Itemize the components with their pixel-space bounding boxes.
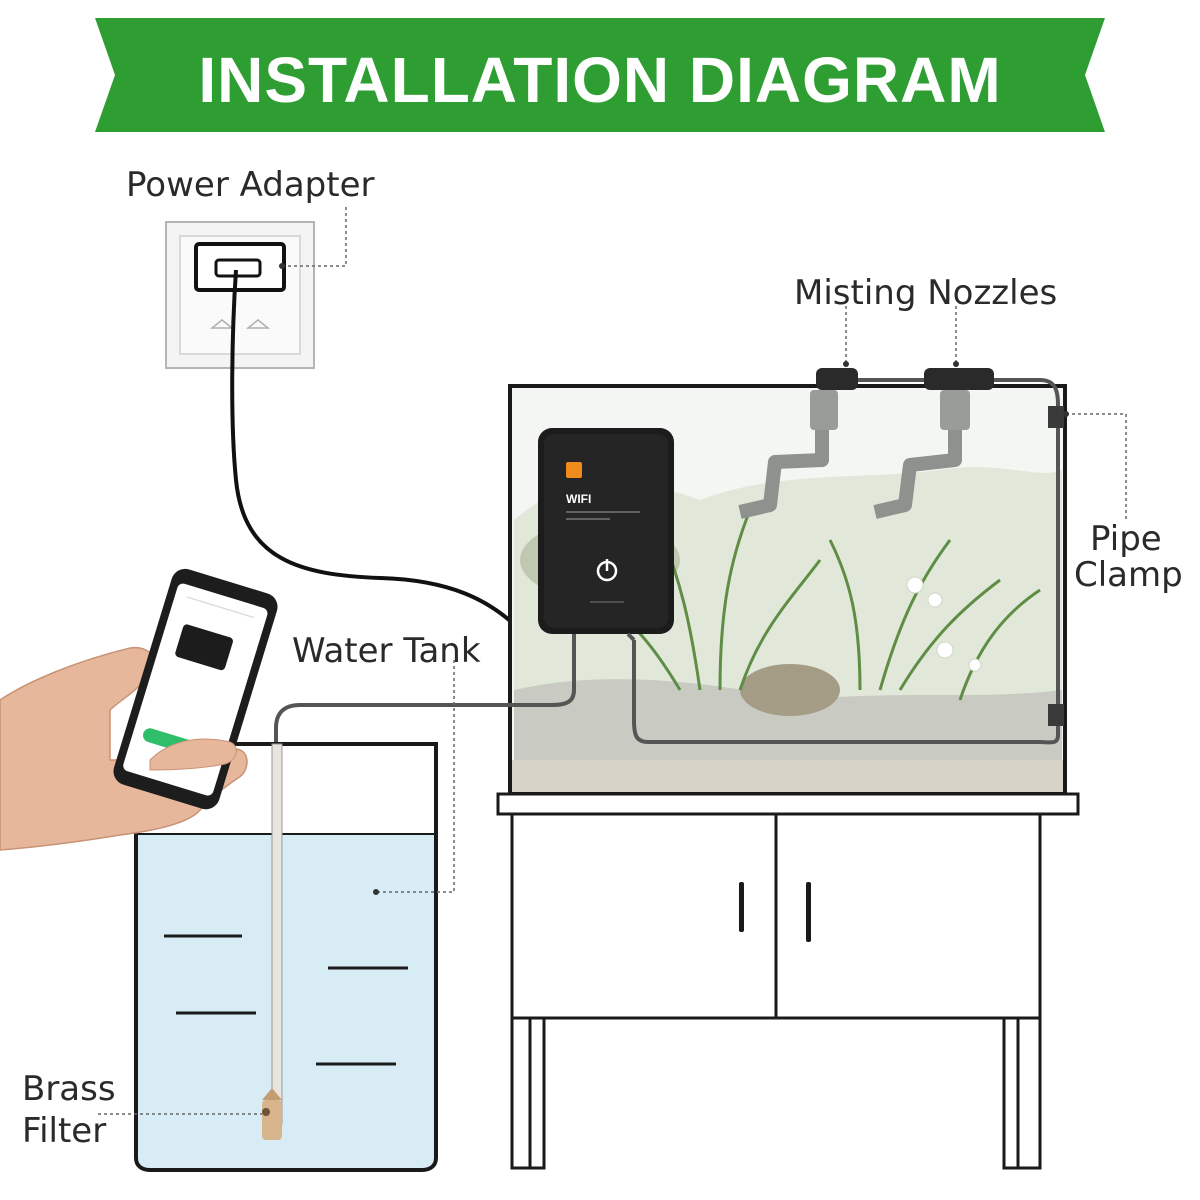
inlet-tube bbox=[274, 634, 576, 1100]
power-adapter-leader bbox=[282, 206, 347, 267]
orange-logo-icon bbox=[566, 462, 582, 478]
cabinet-handle-right bbox=[806, 882, 811, 942]
pipe-clamp-top bbox=[1048, 406, 1064, 428]
misting-nozzle-right bbox=[873, 368, 994, 519]
brass-filter-label-line2: Filter bbox=[22, 1111, 106, 1151]
misting-tube bbox=[632, 378, 1060, 745]
water-tank-label: Water Tank bbox=[292, 631, 481, 671]
pipe-clamp-label-line1: Pipe bbox=[1090, 519, 1162, 559]
title-banner: INSTALLATION DIAGRAM bbox=[95, 18, 1105, 132]
power-adapter-label: Power Adapter bbox=[126, 165, 375, 205]
turtle-icon bbox=[740, 664, 840, 716]
pipe-clamp-label-line2: Clamp bbox=[1074, 555, 1183, 595]
brass-filter-label-line1: Brass bbox=[22, 1069, 116, 1109]
misting-controller: WIFI bbox=[538, 428, 674, 634]
device-title: WIFI bbox=[566, 492, 591, 506]
banner-title: INSTALLATION DIAGRAM bbox=[198, 44, 1001, 116]
misting-nozzles-label: Misting Nozzles bbox=[794, 273, 1057, 313]
power-adapter bbox=[194, 242, 286, 292]
power-icon bbox=[596, 559, 618, 582]
brass-filter bbox=[262, 1088, 282, 1140]
water-tank bbox=[134, 742, 438, 1172]
socket-holes-icon bbox=[209, 319, 271, 329]
cabinet-stand bbox=[496, 792, 1080, 1170]
pipe-clamp-bottom bbox=[1048, 704, 1064, 726]
hand-with-phone bbox=[0, 568, 278, 851]
phone-icon bbox=[113, 568, 278, 810]
misting-nozzle-left bbox=[738, 368, 858, 519]
cabinet-handle-left bbox=[739, 882, 744, 932]
